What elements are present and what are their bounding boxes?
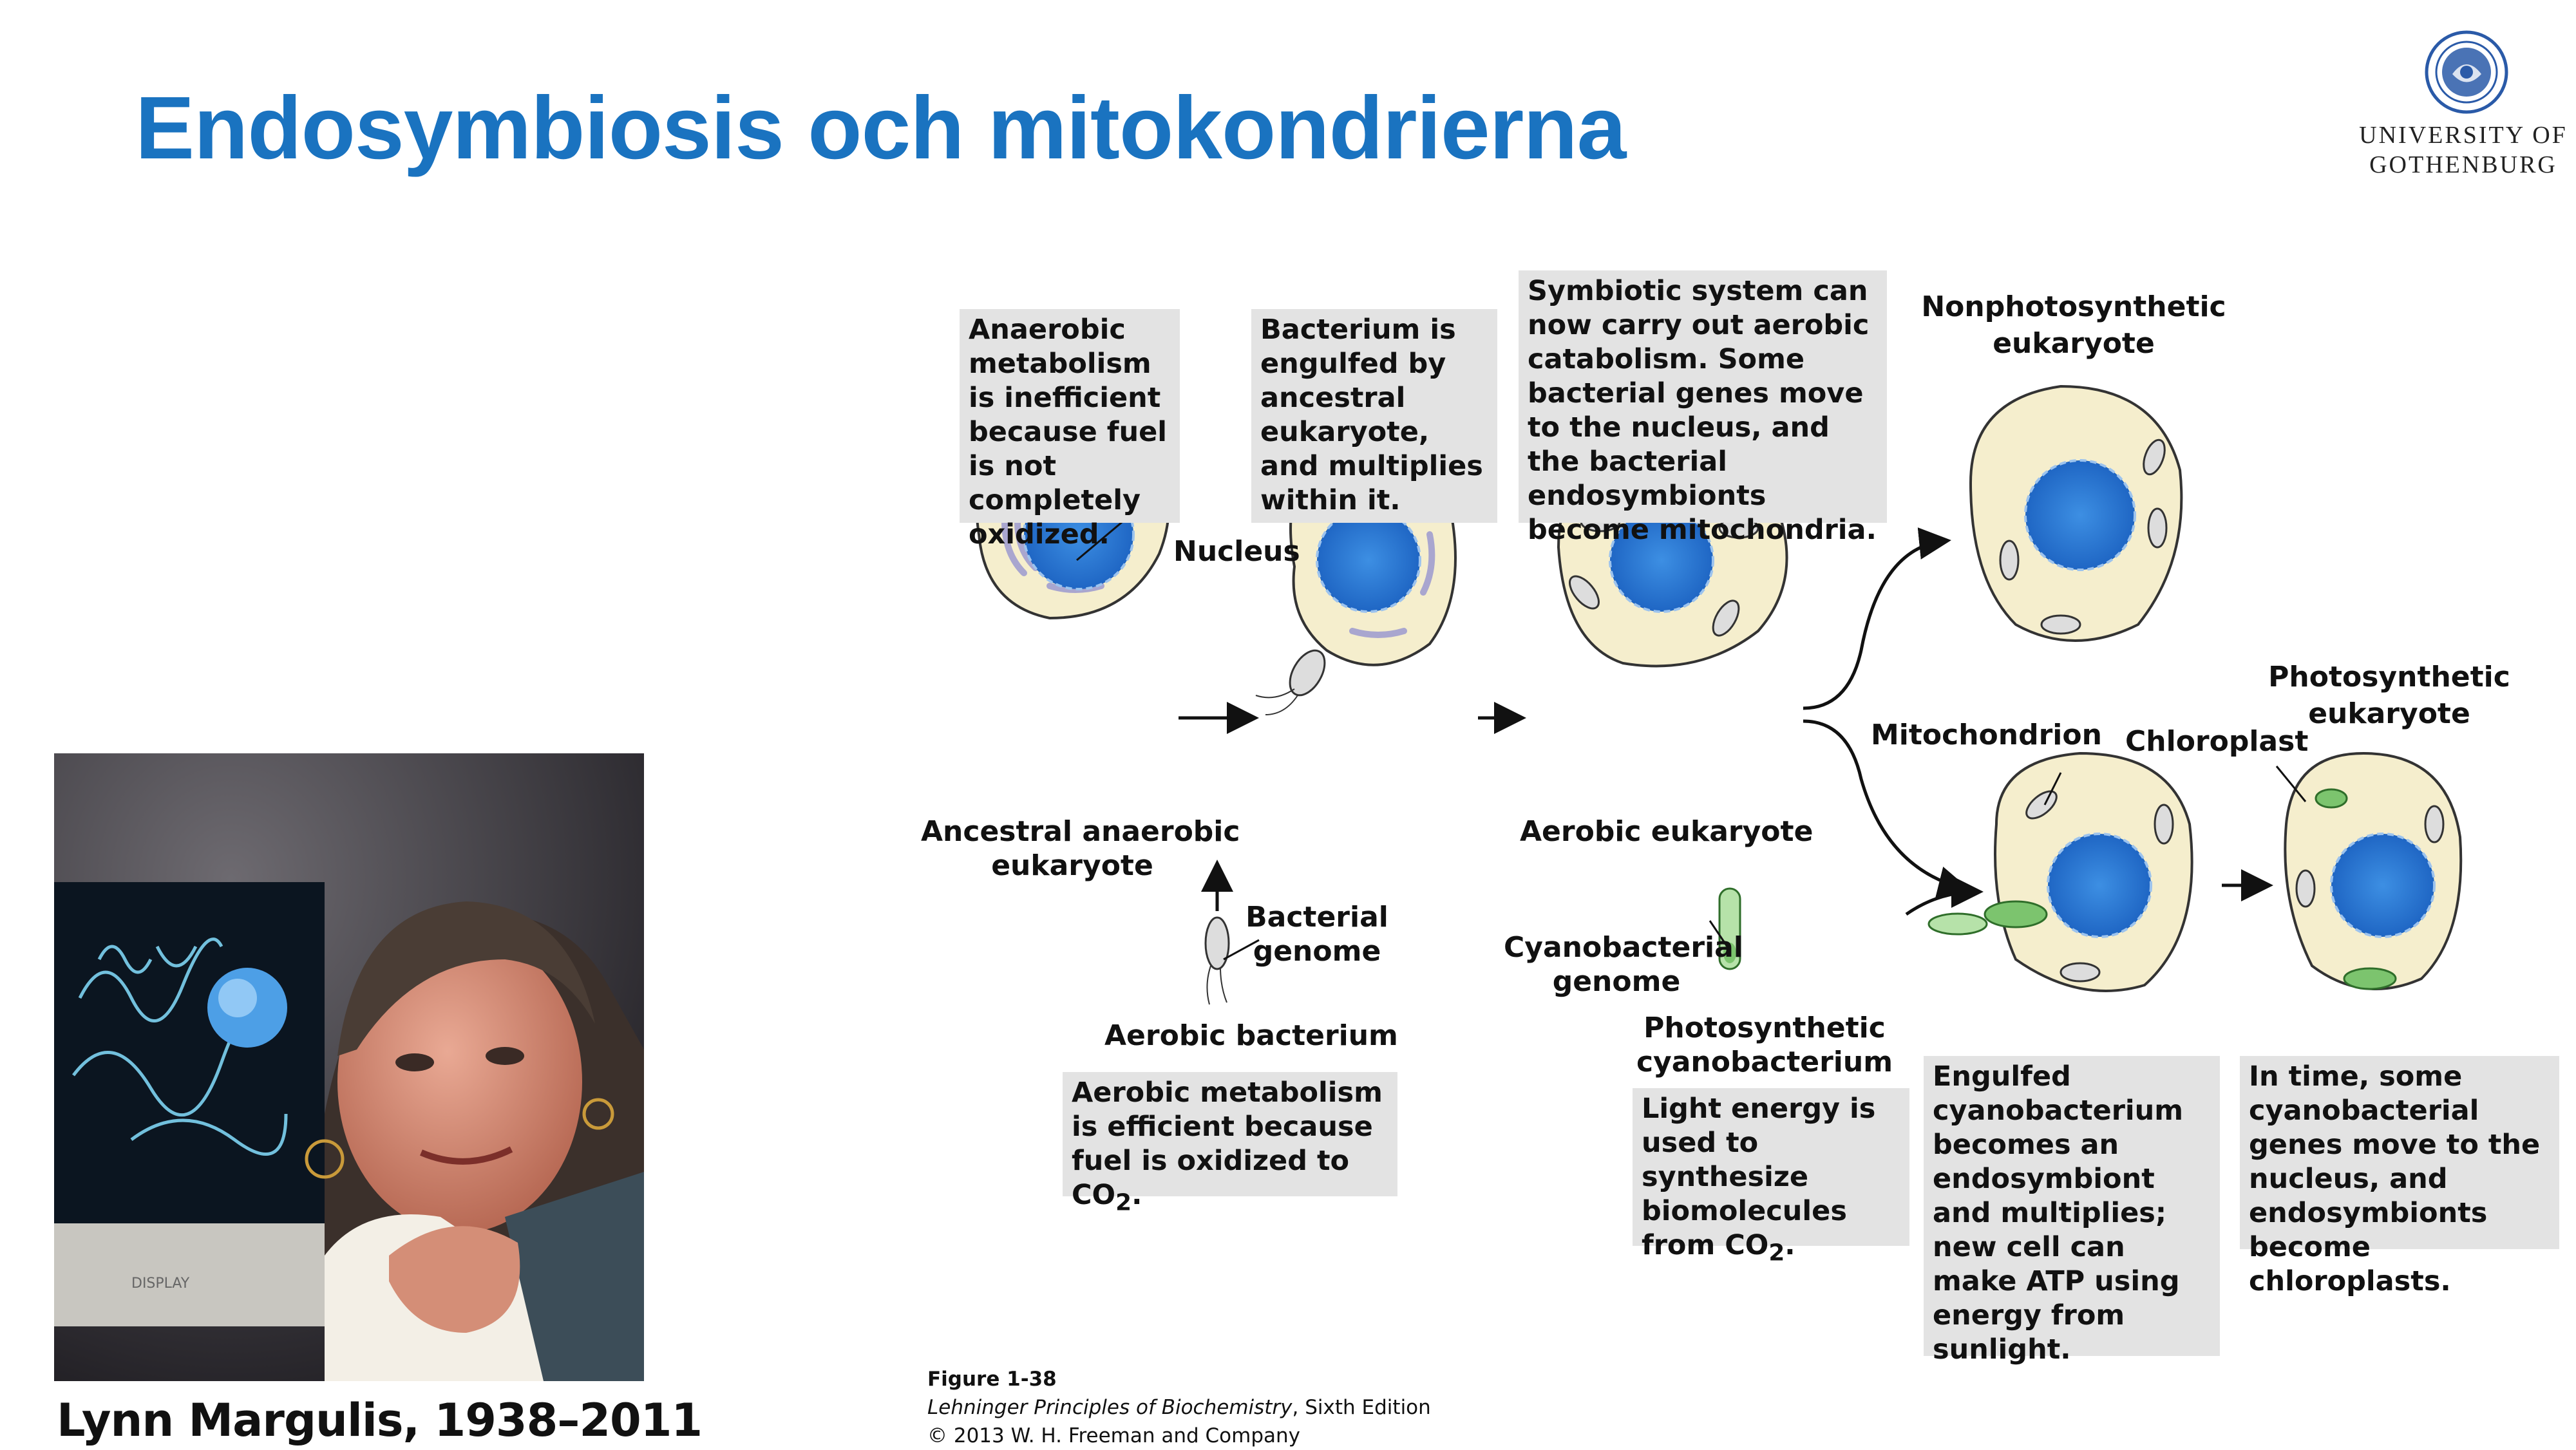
chloroplast-label: Chloroplast [2125, 725, 2309, 758]
university-name-line1: UNIVERSITY OF [2359, 122, 2568, 149]
aerobic-eukaryote-label: Aerobic eukaryote [1520, 815, 1814, 848]
cyanobacterium [1718, 887, 1741, 970]
university-name-line2: GOTHENBURG [2369, 151, 2557, 178]
figure-number: Figure 1-38 [927, 1368, 1057, 1391]
university-logo: UNIVERSITY OF GOTHENBURG [2357, 23, 2570, 190]
engulfed-box: Bacterium is engulfed by ancestral eukar… [1251, 309, 1497, 523]
figure-copyright: © 2013 W. H. Freeman and Company [927, 1424, 1301, 1447]
nonphoto-eukaryote-cell [1969, 384, 2183, 642]
cyano-genome-label-line2: genome [1552, 965, 1681, 998]
cyano-genome-label-line1: Cyanobacterial [1504, 931, 1743, 964]
endosymbiosis-diagram: Anaerobic metabolism is inefficient beca… [902, 258, 2576, 1417]
ancestral-label-line1: Ancestral anaerobic [921, 815, 1240, 848]
aerobic-bacterium [1204, 916, 1230, 1005]
arrow-cyano [1905, 876, 1984, 916]
arrow-to-photo [1803, 719, 1971, 898]
symbiotic-box: Symbiotic system can now carry out aerob… [1519, 270, 1887, 546]
photo-cyano-label-line1: Photosynthetic [1643, 1012, 1886, 1044]
figure-source: Lehninger Principles of Biochemistry, Si… [927, 1396, 1431, 1419]
bacterial-genome-label-line1: Bacterial [1245, 901, 1388, 934]
photo-eukaryote-label-line2: eukaryote [2308, 697, 2470, 730]
cyano-engulfed-box: Engulfed cyanobacterium becomes an endos… [1924, 1056, 2220, 1366]
arrow-to-nonphoto [1803, 527, 1951, 710]
photo-eukaryote-label-line1: Photosynthetic [2268, 661, 2510, 693]
mitochondrion-pointer [2043, 772, 2062, 805]
bacterial-genome-label-line2: genome [1253, 935, 1381, 968]
light-energy-box: Light energy is used to synthesize biomo… [1633, 1088, 1909, 1266]
slide-title: Endosymbiosis och mitokondrierna [135, 79, 1626, 178]
nonphoto-label-line2: eukaryote [1993, 327, 2155, 360]
chloroplast-box: In time, some cyanobacterial genes move … [2240, 1056, 2559, 1297]
figure-citation: Figure 1-38 Lehninger Principles of Bioc… [927, 1365, 1431, 1450]
ancestral-label-line2: eukaryote [991, 849, 1153, 882]
photosynthetic-eukaryote-cell [2284, 751, 2463, 990]
anaerobic-box: Anaerobic metabolism is inefficient beca… [960, 309, 1180, 551]
lynn-margulis-photo: DISPLAY [54, 753, 644, 1381]
chloroplast-pointer [2275, 766, 2307, 802]
svg-text:DISPLAY: DISPLAY [131, 1276, 190, 1292]
nucleus-label: Nucleus [1173, 535, 1300, 568]
mitochondrion-label: Mitochondrion [1871, 719, 2102, 751]
university-seal-icon [2425, 30, 2508, 114]
photo-cyano-label-line2: cyanobacterium [1636, 1046, 1893, 1078]
aerobic-efficient-box: Aerobic metabolism is efficient because … [1063, 1072, 1397, 1216]
photo-caption: Lynn Margulis, 1938–2011 [57, 1394, 703, 1447]
photosynthetic-intermediate-cell [1927, 751, 2193, 992]
nonphoto-label-line1: Nonphotosynthetic [1921, 290, 2226, 323]
aerobic-bacterium-label: Aerobic bacterium [1104, 1019, 1398, 1052]
